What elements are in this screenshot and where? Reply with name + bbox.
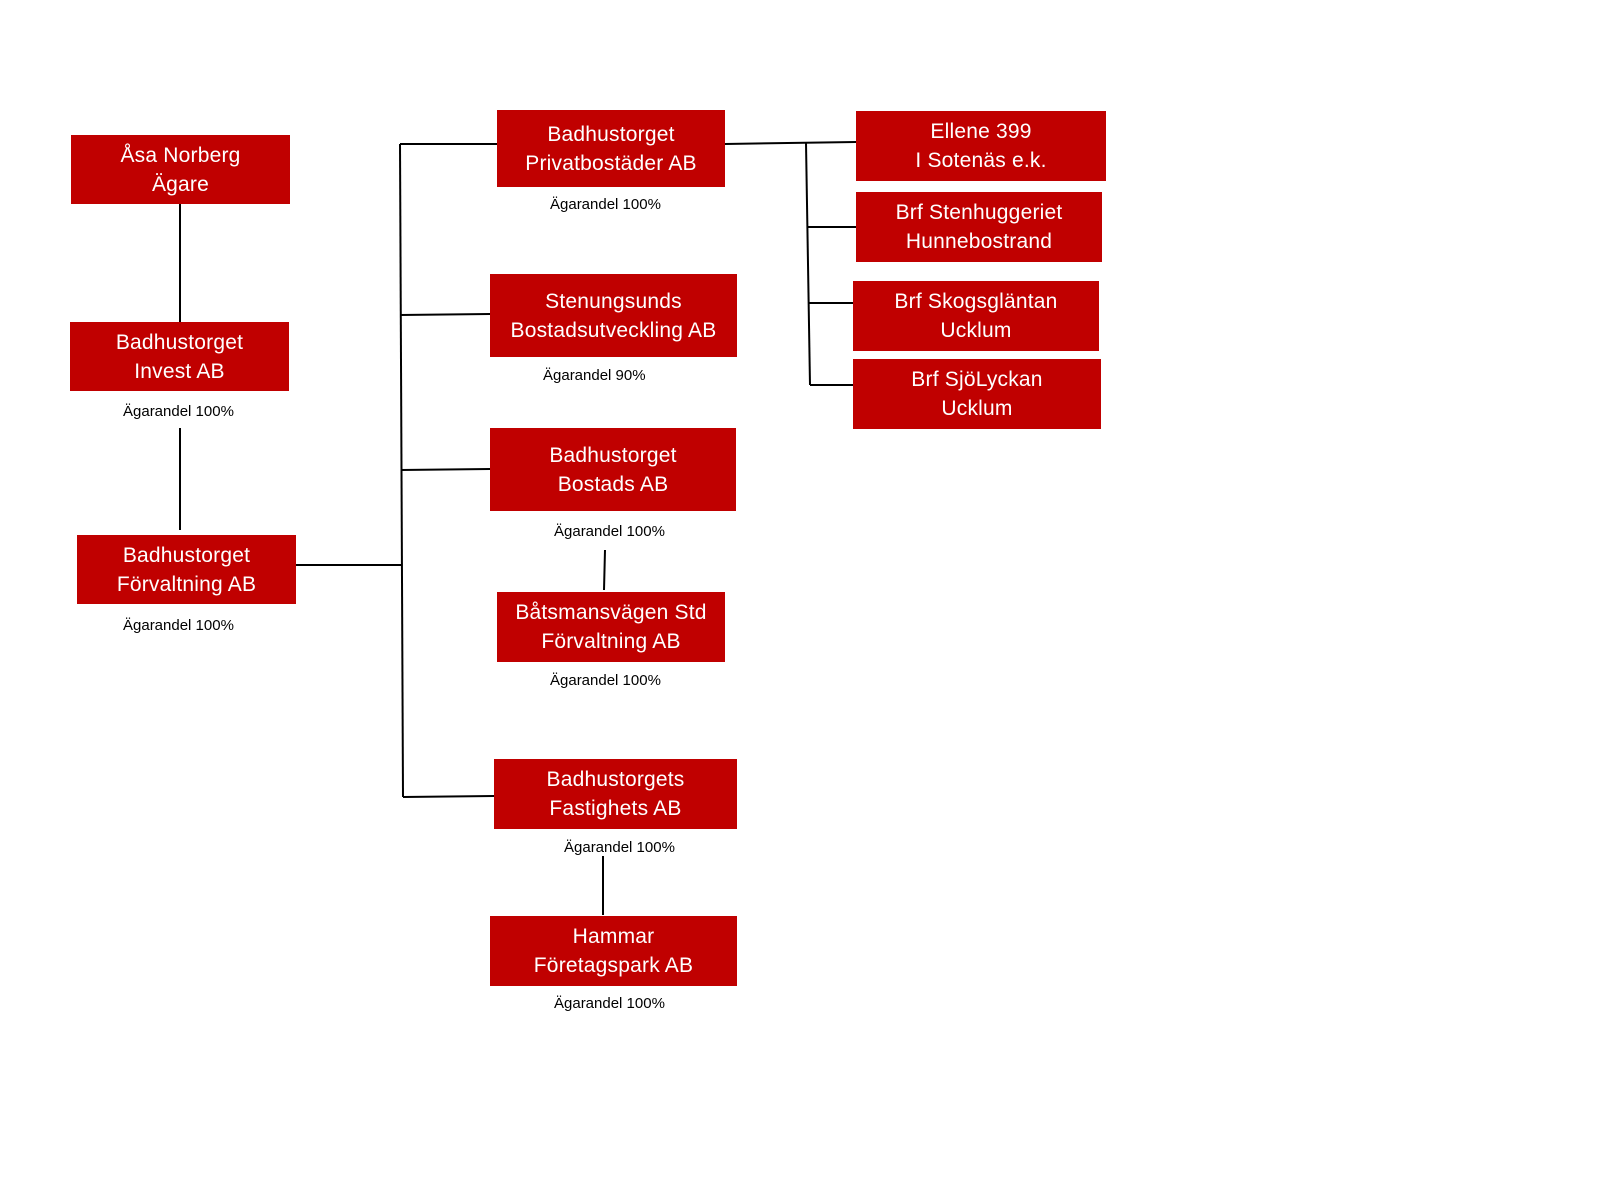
node-sjo-line1: Brf SjöLyckan <box>911 368 1043 391</box>
connector-bostads-batsmans <box>603 549 606 591</box>
node-stenungsund-line2: Bostadsutveckling AB <box>510 318 717 342</box>
connector-trunk-stenungsund <box>399 313 491 316</box>
node-stenhugg-line1: Brf Stenhuggeriet <box>895 201 1063 224</box>
node-privat-line2: Privatbostäder AB <box>525 151 697 175</box>
node-invest-line1: Badhustorget <box>115 330 244 354</box>
node-skogs-line1: Brf Skogsgläntan <box>894 290 1058 313</box>
node-batsmans-line2: Förvaltning AB <box>541 630 681 653</box>
node-forvaltning-line1: Badhustorget <box>122 543 251 567</box>
node-sjo: Brf SjöLyckan Ucklum <box>853 359 1101 429</box>
ownership-batsmans: Ägarandel 100% <box>550 672 661 689</box>
node-invest: Badhustorget Invest AB <box>70 322 289 391</box>
ownership-forvaltning: Ägarandel 100% <box>123 617 234 634</box>
node-invest-line2: Invest AB <box>134 359 225 383</box>
node-ellene: Ellene 399 I Sotenäs e.k. <box>856 111 1106 181</box>
node-fastighets-line2: Fastighets AB <box>549 797 682 820</box>
ownership-invest: Ägarandel 100% <box>123 403 234 420</box>
ownership-privat: Ägarandel 100% <box>550 196 661 213</box>
node-bostads-line2: Bostads AB <box>557 472 669 496</box>
node-bostads-line1: Badhustorget <box>549 443 677 467</box>
node-stenhugg-line2: Hunnebostrand <box>905 230 1053 253</box>
node-sjo-line2: Ucklum <box>941 397 1013 420</box>
node-skogs-line2: Ucklum <box>940 319 1012 342</box>
node-forvaltning: Badhustorget Förvaltning AB <box>77 535 296 604</box>
node-fastighets-line1: Badhustorgets <box>546 768 685 791</box>
node-batsmans: Båtsmansvägen Std Förvaltning AB <box>497 592 725 662</box>
node-batsmans-line1: Båtsmansvägen Std <box>515 601 707 624</box>
ownership-hammar: Ägarandel 100% <box>554 995 665 1012</box>
node-ellene-line2: I Sotenäs e.k. <box>915 149 1047 172</box>
connector-trunk-bostads <box>400 468 491 471</box>
node-privat-line1: Badhustorget <box>547 122 675 146</box>
connector-right-trunk <box>805 142 811 386</box>
node-skogs: Brf Skogsgläntan Ucklum <box>853 281 1099 351</box>
node-owner-line1: Åsa Norberg <box>120 143 241 167</box>
node-privat: Badhustorget Privatbostäder AB <box>497 110 725 187</box>
ownership-stenungsund: Ägarandel 90% <box>543 367 646 384</box>
node-fastighets: Badhustorgets Fastighets AB <box>494 759 737 829</box>
ownership-bostads: Ägarandel 100% <box>554 523 665 540</box>
connector-trunk-fastighets <box>402 795 495 798</box>
node-owner-line2: Ägare <box>151 172 210 196</box>
node-stenungsund-line1: Stenungsunds <box>545 289 682 313</box>
node-owner: Åsa Norberg Ägare <box>71 135 290 204</box>
node-hammar: Hammar Företagspark AB <box>490 916 737 986</box>
node-hammar-line2: Företagspark AB <box>533 954 694 977</box>
node-forvaltning-line2: Förvaltning AB <box>116 572 257 596</box>
ownership-fastighets: Ägarandel 100% <box>564 839 675 856</box>
node-stenungsund: Stenungsunds Bostadsutveckling AB <box>490 274 737 357</box>
node-hammar-line1: Hammar <box>572 925 655 948</box>
node-stenhugg: Brf Stenhuggeriet Hunnebostrand <box>856 192 1102 262</box>
node-ellene-line1: Ellene 399 <box>930 120 1032 143</box>
connector-privat-right <box>724 141 857 145</box>
node-bostads: Badhustorget Bostads AB <box>490 428 736 511</box>
